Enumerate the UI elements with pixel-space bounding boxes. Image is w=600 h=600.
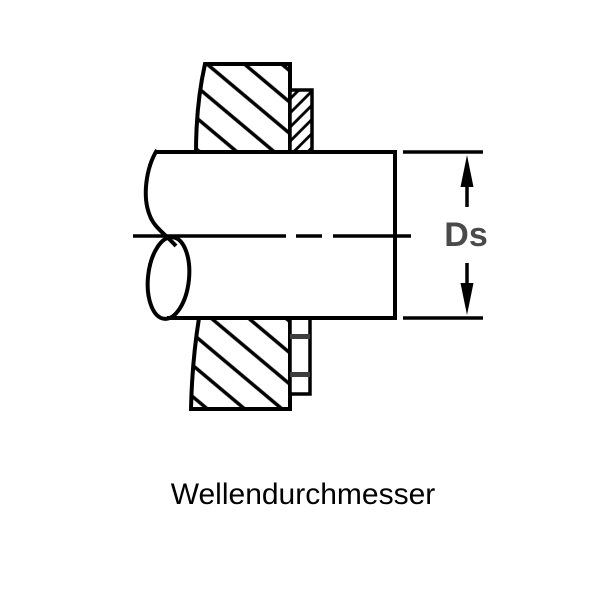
housing-upper-section <box>193 62 292 154</box>
dimension-arrow-down <box>460 263 474 315</box>
dimension-label: Ds <box>444 216 487 254</box>
seal-upper <box>288 88 314 154</box>
caption: Wellendurchmesser <box>171 478 436 511</box>
dimension-arrow-up <box>460 155 474 207</box>
dimension-ds: Ds <box>403 150 488 320</box>
housing-lower-section <box>188 316 292 411</box>
seal-lower <box>288 316 312 396</box>
